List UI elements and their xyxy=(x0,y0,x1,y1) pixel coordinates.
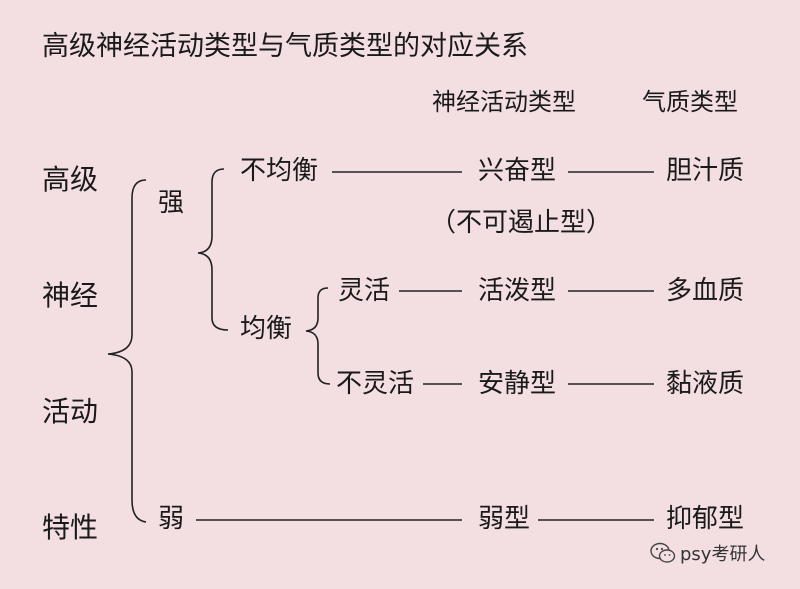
activity-excitable-note: （不可遏止型） xyxy=(430,208,613,238)
temperament-choleric: 胆汁质 xyxy=(666,156,745,186)
strong-brace xyxy=(197,168,229,331)
branch-weak: 弱 xyxy=(158,504,185,534)
side-label-3: 活动 xyxy=(42,395,99,428)
side-label-1: 高级 xyxy=(42,163,99,196)
header-temperament: 气质类型 xyxy=(642,88,738,116)
balanced-brace xyxy=(305,287,331,385)
activity-lively: 活泼型 xyxy=(478,276,557,306)
branch-unbalanced: 不均衡 xyxy=(240,156,319,186)
wechat-icon xyxy=(650,542,676,563)
activity-calm: 安静型 xyxy=(478,369,557,399)
activity-excitable: 兴奋型 xyxy=(478,156,557,186)
branch-flexible: 灵活 xyxy=(338,276,391,306)
side-label-2: 神经 xyxy=(42,279,99,312)
activity-weak: 弱型 xyxy=(478,504,531,534)
side-label-4: 特性 xyxy=(42,511,99,544)
header-activity-type: 神经活动类型 xyxy=(432,88,576,116)
main-brace xyxy=(107,179,147,523)
branch-inflexible: 不灵活 xyxy=(336,369,415,399)
temperament-sanguine: 多血质 xyxy=(666,276,745,306)
temperament-phlegmatic: 黏液质 xyxy=(666,369,745,399)
branch-balanced: 均衡 xyxy=(240,314,293,344)
temperament-melancholic: 抑郁型 xyxy=(666,504,745,534)
branch-strong: 强 xyxy=(158,188,185,218)
diagram-title: 高级神经活动类型与气质类型的对应关系 xyxy=(42,31,528,62)
watermark: psy考研人 xyxy=(650,540,765,566)
watermark-text: psy考研人 xyxy=(680,544,766,565)
